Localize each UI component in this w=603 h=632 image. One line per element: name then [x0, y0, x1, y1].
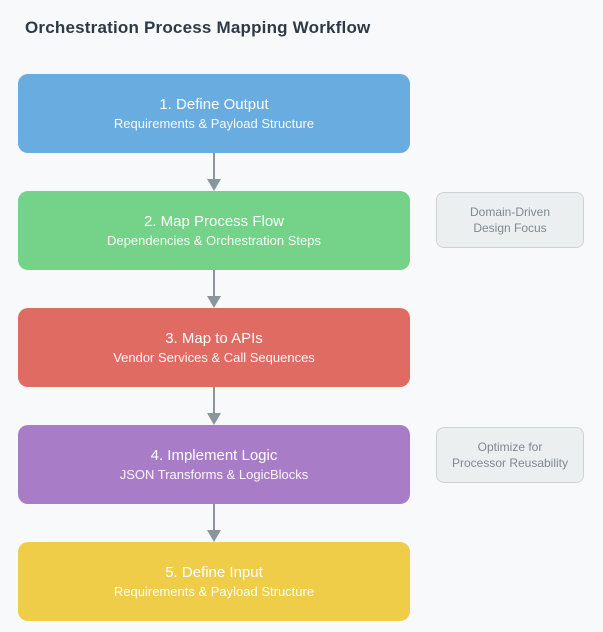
workflow-flow: 1. Define Output Requirements & Payload … — [18, 74, 410, 621]
annotation-line: Processor Reusability — [451, 456, 569, 470]
step-title: 4. Implement Logic — [150, 447, 278, 464]
step-title: 2. Map Process Flow — [143, 213, 285, 230]
flow-arrow — [18, 387, 410, 425]
flow-arrow — [18, 153, 410, 191]
step-title: 5. Define Input — [165, 564, 263, 581]
arrow-line — [213, 504, 215, 530]
arrow-line — [213, 153, 215, 179]
arrow-down-icon — [207, 296, 221, 308]
step-subtitle: Vendor Services & Call Sequences — [113, 350, 315, 365]
annotation-line: Domain-Driven — [469, 205, 551, 219]
step-subtitle: Requirements & Payload Structure — [113, 584, 315, 599]
annotation-line: Optimize for — [477, 440, 543, 454]
step-subtitle: JSON Transforms & LogicBlocks — [119, 467, 309, 482]
step-title: 1. Define Output — [159, 96, 269, 113]
arrow-down-icon — [207, 413, 221, 425]
step-subtitle: Dependencies & Orchestration Steps — [107, 233, 321, 248]
flow-arrow — [18, 504, 410, 542]
step-subtitle: Requirements & Payload Structure — [113, 116, 315, 131]
flow-arrow — [18, 270, 410, 308]
step-implement-logic: 4. Implement Logic JSON Transforms & Log… — [18, 425, 410, 504]
arrow-down-icon — [207, 530, 221, 542]
step-define-output: 1. Define Output Requirements & Payload … — [18, 74, 410, 153]
page-title: Orchestration Process Mapping Workflow — [25, 18, 371, 37]
arrow-line — [213, 387, 215, 413]
annotation-line: Design Focus — [473, 221, 547, 235]
step-define-input: 5. Define Input Requirements & Payload S… — [18, 542, 410, 621]
step-map-process-flow: 2. Map Process Flow Dependencies & Orche… — [18, 191, 410, 270]
arrow-line — [213, 270, 215, 296]
arrow-down-icon — [207, 179, 221, 191]
annotation-domain-driven-design: Domain-Driven Design Focus — [436, 192, 584, 248]
step-map-to-apis: 3. Map to APIs Vendor Services & Call Se… — [18, 308, 410, 387]
annotation-processor-reusability: Optimize for Processor Reusability — [436, 427, 584, 483]
step-title: 3. Map to APIs — [165, 330, 263, 347]
